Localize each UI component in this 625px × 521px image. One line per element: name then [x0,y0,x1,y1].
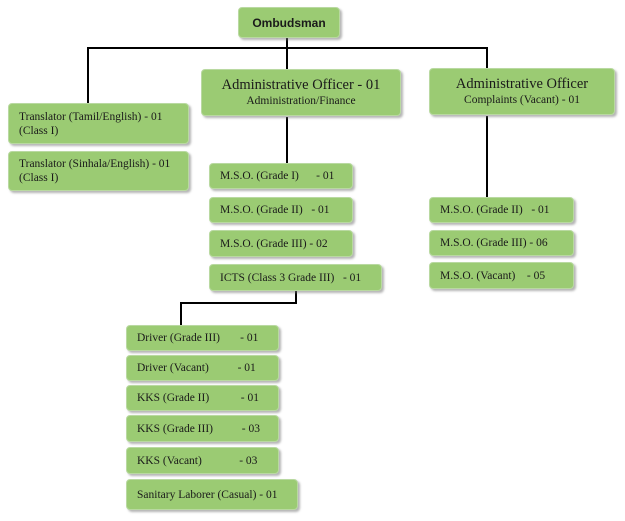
mso-grade2-label: M.S.O. (Grade II) - 01 [220,204,330,216]
complaints-mso-vacant-label: M.S.O. (Vacant) - 05 [440,269,546,282]
connector-to-admin-finance [286,47,288,69]
mso-grade1-box: M.S.O. (Grade I) - 01 [209,163,353,189]
translator-sinhala-label: Translator (Sinhala/English) - 01 (Class… [19,158,171,184]
mso-grade1-label: M.S.O. (Grade I) - 01 [220,170,335,182]
kks-grade2-label: KKS (Grade II) - 01 [137,392,259,404]
admin-officer-complaints-subtitle: Complaints (Vacant) - 01 [464,94,580,106]
sanitary-laborer-box: Sanitary Laborer (Casual) - 01 [126,479,298,510]
connector-root-down [286,37,288,49]
driver-grade3-label: Driver (Grade III) - 01 [137,332,259,344]
translator-tamil-label: Translator (Tamil/English) - 01 (Class I… [19,110,163,137]
complaints-mso-vacant-box: M.S.O. (Vacant) - 05 [429,262,574,289]
translator-tamil-box: Translator (Tamil/English) - 01 (Class I… [8,103,189,144]
mso-grade2-box: M.S.O. (Grade II) - 01 [209,197,353,223]
translator-sinhala-box: Translator (Sinhala/English) - 01 (Class… [8,151,189,191]
complaints-mso-grade2-box: M.S.O. (Grade II) - 01 [429,197,574,223]
kks-grade3-label: KKS (Grade III) - 03 [137,422,260,435]
admin-officer-finance-title: Administrative Officer - 01 [221,77,381,93]
admin-officer-finance-box: Administrative Officer - 01 Administrati… [201,69,401,116]
admin-officer-complaints-title: Administrative Officer [455,76,589,92]
admin-officer-complaints-box: Administrative Officer Complaints (Vacan… [429,68,615,115]
connector-icts-down [295,291,297,303]
mso-grade3-label: M.S.O. (Grade III) - 02 [220,237,328,250]
complaints-mso-grade3-label: M.S.O. (Grade III) - 06 [440,237,548,249]
ombudsman-label: Ombudsman [252,15,326,30]
connector-support-horizontal [180,302,297,304]
icts-label: ICTS (Class 3 Grade III) - 01 [220,271,362,284]
sanitary-laborer-label: Sanitary Laborer (Casual) - 01 [137,488,278,501]
connector-to-support-staff [180,302,182,325]
admin-officer-finance-subtitle: Administration/Finance [246,95,356,107]
driver-vacant-label: Driver (Vacant) - 01 [137,362,256,374]
connector-to-translators [87,47,89,103]
connector-to-admin-complaints [486,47,488,68]
complaints-mso-grade2-label: M.S.O. (Grade II) - 01 [440,204,550,216]
connector-admin-finance-down [286,117,288,163]
kks-grade2-box: KKS (Grade II) - 01 [126,385,279,411]
driver-grade3-box: Driver (Grade III) - 01 [126,325,279,351]
complaints-mso-grade3-box: M.S.O. (Grade III) - 06 [429,230,574,256]
kks-grade3-box: KKS (Grade III) - 03 [126,415,279,442]
mso-grade3-box: M.S.O. (Grade III) - 02 [209,230,353,257]
ombudsman-box: Ombudsman [238,7,340,38]
kks-vacant-label: KKS (Vacant) - 03 [137,454,258,467]
kks-vacant-box: KKS (Vacant) - 03 [126,447,279,474]
connector-admin-complaints-down [486,116,488,197]
driver-vacant-box: Driver (Vacant) - 01 [126,355,279,381]
icts-box: ICTS (Class 3 Grade III) - 01 [209,264,382,291]
